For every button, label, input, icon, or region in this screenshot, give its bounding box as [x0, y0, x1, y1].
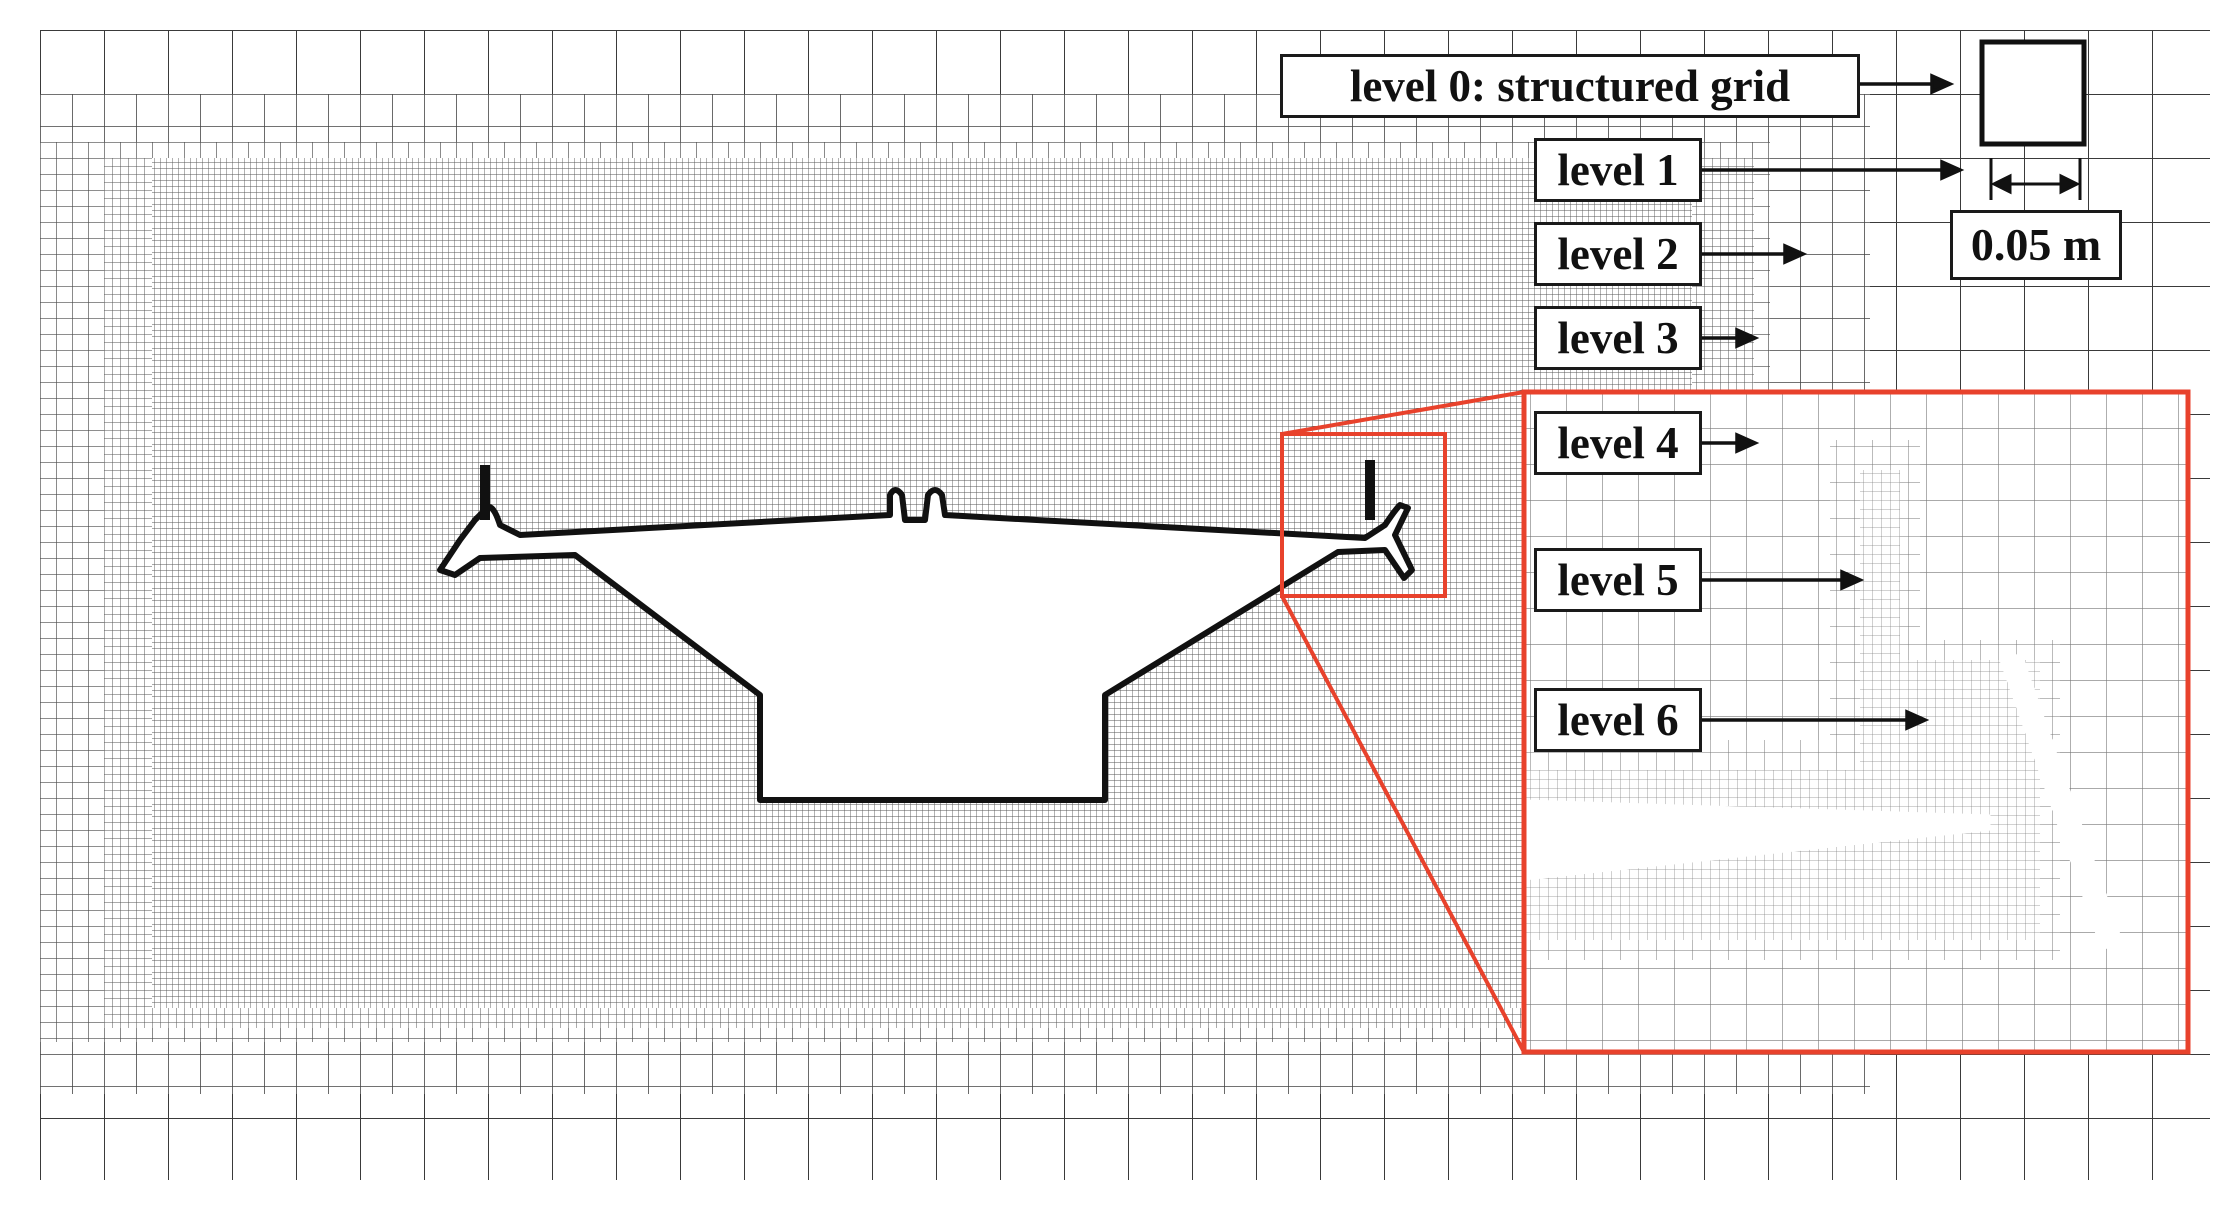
level-0-cell: [1979, 39, 2087, 147]
label-level-6: level 6: [1534, 688, 1702, 752]
zoom-connector-top: [1281, 390, 1525, 436]
zoom-inset: [1524, 392, 2188, 1052]
label-level-4: level 4: [1534, 411, 1702, 475]
label-level-1: level 1: [1534, 138, 1702, 202]
zoom-connector-bottom: [1280, 595, 1526, 1053]
label-level-2: level 2: [1534, 222, 1702, 286]
label-level-5: level 5: [1534, 548, 1702, 612]
zoom-deck-section: [1524, 653, 2123, 950]
bridge-deck-section: [437, 487, 1415, 803]
zoom-source-box: [1280, 432, 1447, 598]
label-level-0: level 0: structured grid: [1280, 54, 1860, 118]
scale-bar-arrow: [1990, 173, 2081, 195]
zoom-frame: [1521, 389, 2191, 1055]
label-level-3: level 3: [1534, 306, 1702, 370]
scale-bar-label: 0.05 m: [1950, 210, 2122, 280]
